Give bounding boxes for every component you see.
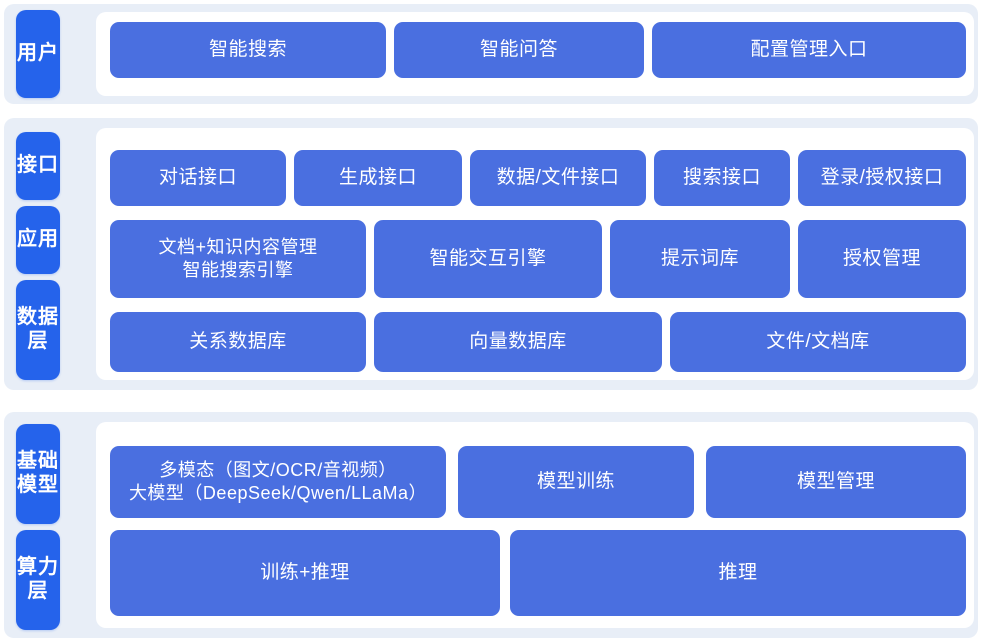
node-authorization-management[interactable]: 授权管理 — [798, 220, 966, 298]
node-data-file-api[interactable]: 数据/文件接口 — [470, 150, 646, 206]
node-intelligent-interaction-engine[interactable]: 智能交互引擎 — [374, 220, 602, 298]
node-model-training[interactable]: 模型训练 — [458, 446, 694, 518]
node-file-document-store[interactable]: 文件/文档库 — [670, 312, 966, 372]
node-dialog-api[interactable]: 对话接口 — [110, 150, 286, 206]
node-login-auth-api[interactable]: 登录/授权接口 — [798, 150, 966, 206]
layer-label-application: 应用 — [16, 206, 60, 274]
node-intelligent-qa[interactable]: 智能问答 — [394, 22, 644, 78]
layer-label-base-model: 基础模型 — [16, 424, 60, 524]
node-relational-database[interactable]: 关系数据库 — [110, 312, 366, 372]
layer-label-interface: 接口 — [16, 132, 60, 200]
node-generation-api[interactable]: 生成接口 — [294, 150, 462, 206]
layer-label-compute: 算力层 — [16, 530, 60, 630]
node-training-and-inference[interactable]: 训练+推理 — [110, 530, 500, 616]
node-inference[interactable]: 推理 — [510, 530, 966, 616]
node-document-knowledge-management[interactable]: 文档+知识内容管理 智能搜索引擎 — [110, 220, 366, 298]
node-prompt-library[interactable]: 提示词库 — [610, 220, 790, 298]
node-config-management-entry[interactable]: 配置管理入口 — [652, 22, 966, 78]
layer-label-data: 数据层 — [16, 280, 60, 380]
node-model-management[interactable]: 模型管理 — [706, 446, 966, 518]
node-multimodal-large-model[interactable]: 多模态（图文/OCR/音视频） 大模型（DeepSeek/Qwen/LLaMa） — [110, 446, 446, 518]
layer-label-user: 用户 — [16, 10, 60, 98]
node-vector-database[interactable]: 向量数据库 — [374, 312, 662, 372]
node-search-api[interactable]: 搜索接口 — [654, 150, 790, 206]
node-intelligent-search[interactable]: 智能搜索 — [110, 22, 386, 78]
